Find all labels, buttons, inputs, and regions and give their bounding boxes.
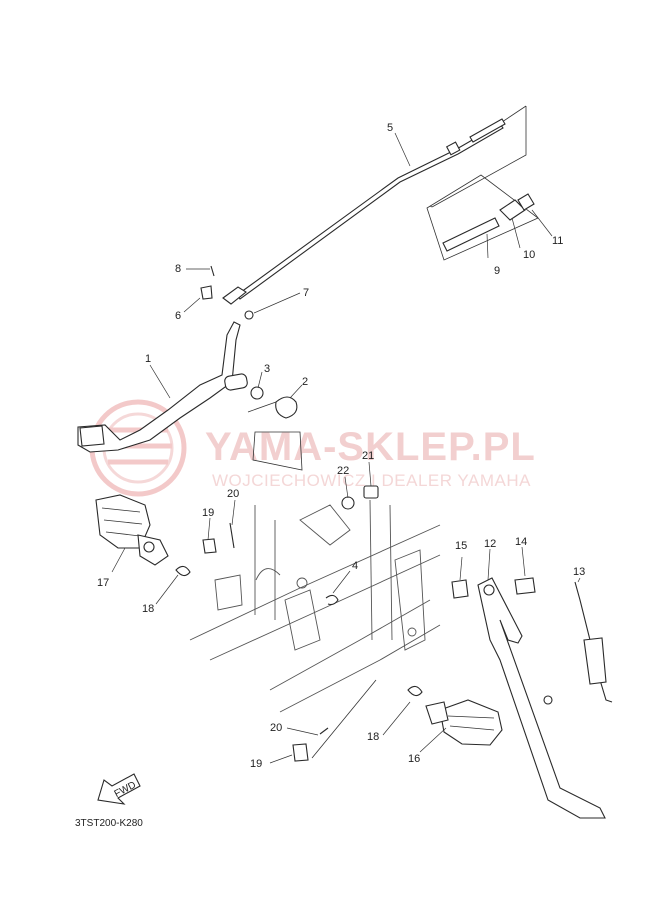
callout-10: 10 bbox=[523, 249, 535, 261]
callout-5: 5 bbox=[387, 122, 393, 134]
callout-4: 4 bbox=[352, 560, 358, 572]
callout-11: 11 bbox=[552, 235, 563, 247]
frame-outline bbox=[189, 499, 441, 713]
callout-19-left: 19 bbox=[202, 507, 214, 519]
callout-labels: 1 2 3 4 5 6 7 8 9 10 11 12 13 14 15 16 1… bbox=[97, 122, 585, 770]
callout-7: 7 bbox=[303, 287, 309, 299]
callout-1: 1 bbox=[145, 353, 151, 365]
footrest-left bbox=[95, 494, 235, 577]
callout-6: 6 bbox=[175, 310, 181, 322]
small-parts bbox=[200, 265, 379, 606]
callout-13: 13 bbox=[573, 566, 585, 578]
diagram-code: 3TST200-K280 bbox=[75, 818, 143, 829]
brake-rod bbox=[222, 105, 527, 305]
callout-21: 21 bbox=[362, 450, 374, 462]
callout-16: 16 bbox=[408, 753, 420, 765]
callout-20-right: 20 bbox=[270, 722, 282, 734]
fwd-arrow: FWD bbox=[97, 773, 141, 805]
footrest-right bbox=[292, 679, 503, 762]
callout-2: 2 bbox=[302, 376, 308, 388]
callout-15: 15 bbox=[455, 540, 467, 552]
adjuster-group bbox=[426, 174, 539, 261]
callout-14: 14 bbox=[515, 536, 527, 548]
callout-17: 17 bbox=[97, 577, 109, 589]
callout-9: 9 bbox=[494, 265, 500, 277]
callout-20-left: 20 bbox=[227, 488, 239, 500]
watermark-subtitle: WOJCIECHOWICZ I DEALER YAMAHA bbox=[212, 471, 531, 490]
callout-18-right: 18 bbox=[367, 731, 379, 743]
callout-3: 3 bbox=[264, 363, 270, 375]
callout-18-left: 18 bbox=[142, 603, 154, 615]
callout-22: 22 bbox=[337, 465, 349, 477]
leader-lines bbox=[111, 132, 581, 764]
watermark: YAMA-SKLEP.PL WOJCIECHOWICZ I DEALER YAM… bbox=[89, 399, 535, 497]
callout-8: 8 bbox=[175, 263, 181, 275]
sidestand bbox=[451, 577, 613, 819]
brake-pedal bbox=[77, 321, 248, 453]
callout-19-right: 19 bbox=[250, 758, 262, 770]
fwd-arrow-label: FWD bbox=[113, 780, 138, 800]
callout-12: 12 bbox=[484, 538, 496, 550]
